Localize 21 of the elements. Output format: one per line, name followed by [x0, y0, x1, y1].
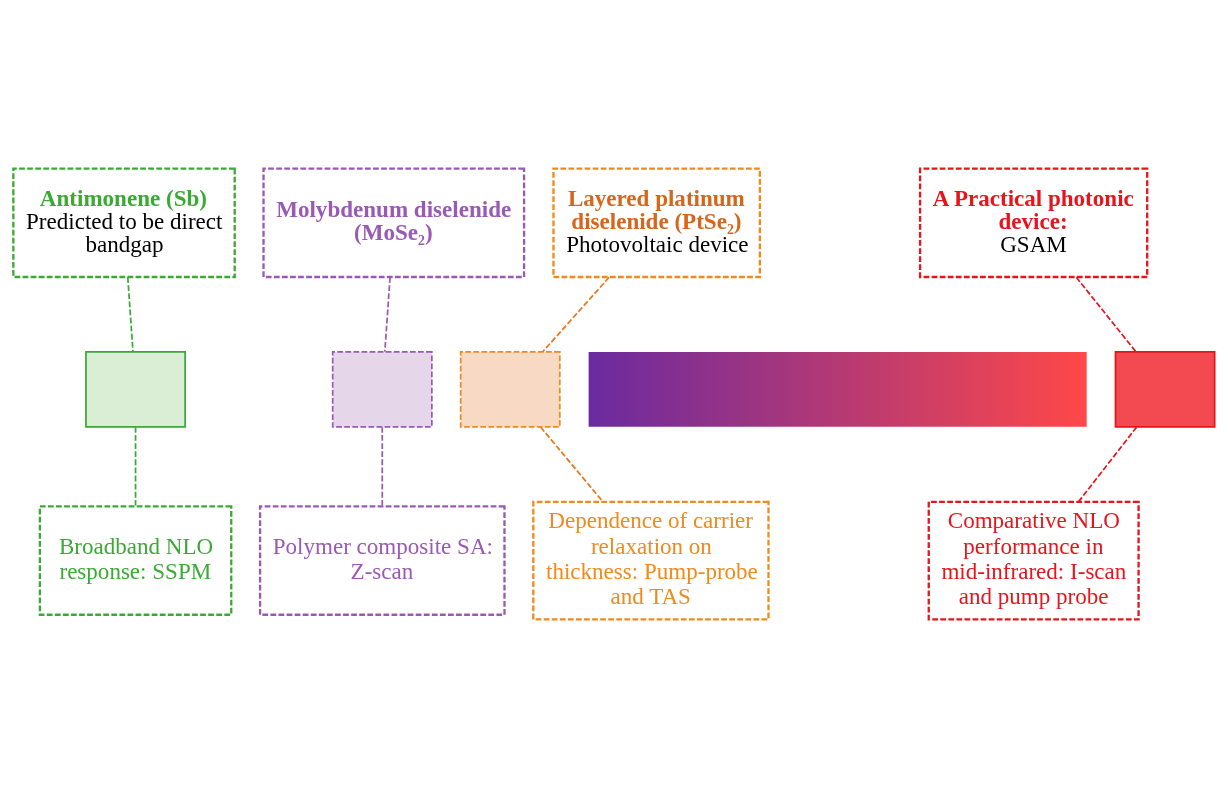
connector	[1077, 425, 1138, 502]
node-box: Broadband NLO response: SSPM	[38, 504, 233, 616]
node-box: Layered platinum diselenide (PtSe₂) Photovoltaic device	[552, 166, 761, 278]
node-box: Dependence of carrier relaxation on thickness: Pump-probe and TAS	[532, 500, 770, 621]
connector	[381, 425, 384, 507]
node-box	[459, 350, 561, 428]
connector	[1075, 275, 1137, 353]
connector	[539, 425, 604, 502]
node-box	[1114, 350, 1216, 428]
connector	[126, 275, 134, 353]
node-box: A Practical photonic device: GSAM	[918, 166, 1149, 278]
connector	[383, 275, 391, 353]
connector	[134, 425, 137, 507]
node-box: Comparative NLO performance in mid-infrared: I-scan and pump probe	[927, 500, 1140, 621]
node-box: Antimonene (Sb) Predicted to be direct bandgap	[12, 166, 236, 278]
node-box	[85, 350, 186, 428]
node-box: Molybdenum diselenide (MoSe₂)	[262, 166, 526, 278]
connector	[541, 275, 610, 353]
node-box	[331, 350, 433, 428]
node-box: Polymer composite SA: Z-scan	[258, 504, 506, 616]
node-bar	[588, 351, 1087, 427]
